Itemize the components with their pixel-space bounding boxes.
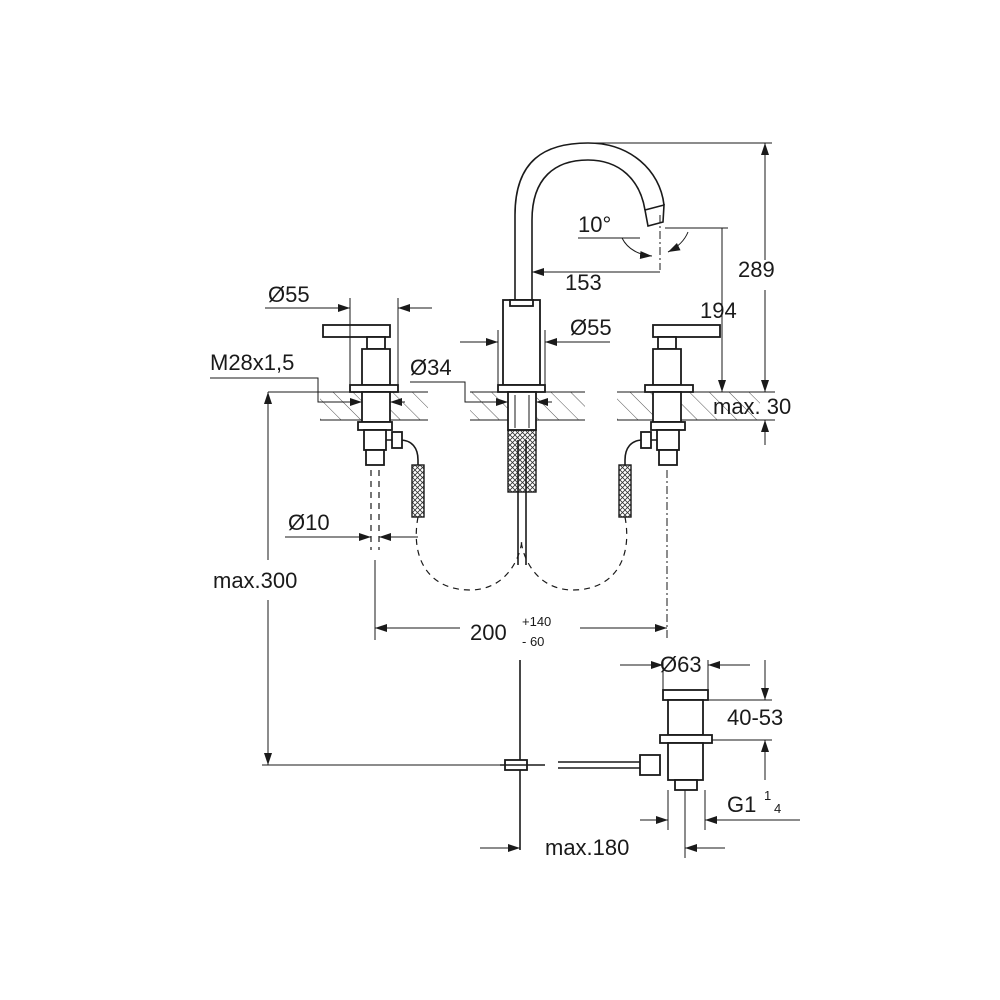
label-spout-base-diameter: Ø55 [570,315,612,340]
label-spacing-tol-minus: - 60 [522,634,544,649]
pop-up-waste [500,660,713,850]
label-drain-thread-num: 1 [764,788,771,803]
label-deck-thickness: max. 30 [713,394,791,419]
label-hole-diameter: Ø34 [410,355,452,380]
right-valve [618,324,721,640]
label-total-height: 289 [738,257,775,282]
label-drain-range: 40-53 [727,705,783,730]
left-valve [322,324,425,550]
spout [497,142,665,565]
label-rod-reach: max.180 [545,835,629,860]
supply-hoses [415,516,628,591]
label-spout-reach: 153 [565,270,602,295]
label-drain-diameter: Ø63 [660,652,702,677]
label-max-depth: max.300 [213,568,297,593]
label-supply-diameter: Ø10 [288,510,330,535]
label-drain-thread-den: 4 [774,801,781,816]
label-handle-diameter: Ø55 [268,282,310,307]
label-spacing-tol-plus: +140 [522,614,551,629]
label-spout-angle: 10° [578,212,611,237]
label-thread: M28x1,5 [210,350,294,375]
dimension-labels: Ø55 M28x1,5 Ø34 Ø55 10° 153 194 289 max.… [210,212,791,860]
label-drain-thread: G1 [727,792,756,817]
label-spacing: 200 [470,620,507,645]
dimension-lines [210,142,800,858]
label-outlet-height: 194 [700,298,737,323]
